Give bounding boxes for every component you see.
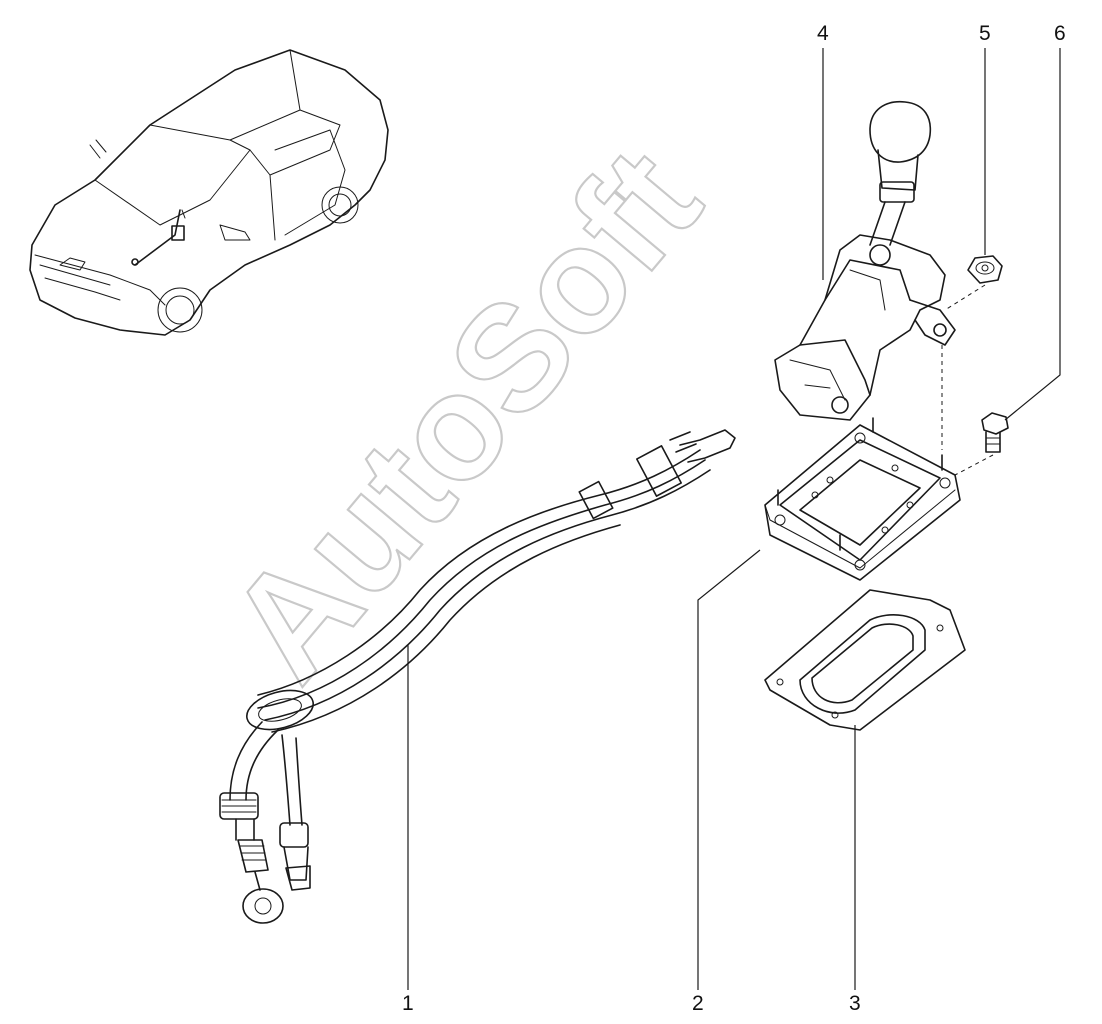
gear-lever-housing xyxy=(774,101,956,421)
callout-1: 1 xyxy=(402,992,414,1015)
callout-3: 3 xyxy=(849,992,861,1015)
gear-shift-cable-assembly xyxy=(219,429,736,924)
watermark: AutoSoft xyxy=(196,118,732,711)
gasket xyxy=(764,589,966,731)
callout-5: 5 xyxy=(979,22,991,45)
callout-6: 6 xyxy=(1054,22,1066,45)
leader-6 xyxy=(1004,48,1061,421)
callout-2: 2 xyxy=(692,992,704,1015)
callout-4: 4 xyxy=(817,22,829,45)
nut xyxy=(967,255,1003,284)
car-locator-illustration xyxy=(29,49,389,336)
assembly-line-nut xyxy=(944,284,986,311)
shifter-base-plate xyxy=(764,417,961,581)
leader-2 xyxy=(697,549,761,990)
assembly-line-bolt xyxy=(954,454,994,476)
bolt xyxy=(981,412,1009,453)
